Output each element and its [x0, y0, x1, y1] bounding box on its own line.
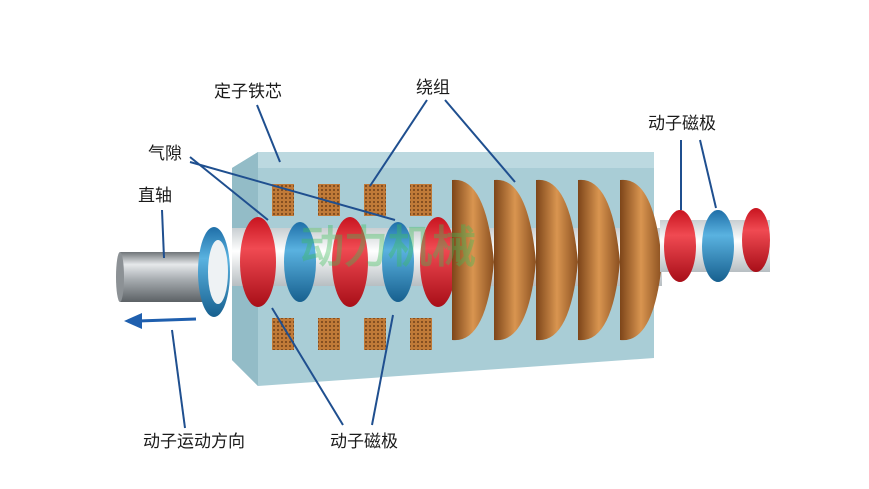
mover-pole-right-label: 动子磁极 — [648, 114, 716, 134]
arrow-left-icon — [124, 313, 197, 329]
stator-slots — [272, 184, 432, 350]
mover-magnets-inner — [240, 217, 456, 307]
winding-label: 绕组 — [416, 78, 450, 98]
mover-pole-bottom-label: 动子磁极 — [330, 432, 398, 452]
mover-direction-label: 动子运动方向 — [143, 432, 245, 452]
winding-coils — [452, 179, 662, 341]
shaft-label: 直轴 — [138, 186, 172, 206]
leader-lines — [161, 99, 717, 429]
stator-core-label: 定子铁芯 — [214, 82, 282, 102]
air-gap-label: 气隙 — [148, 144, 182, 164]
watermark: 动力机械 — [300, 222, 476, 273]
end-magnet-left — [198, 227, 230, 317]
mover-magnets-outer — [660, 208, 770, 282]
